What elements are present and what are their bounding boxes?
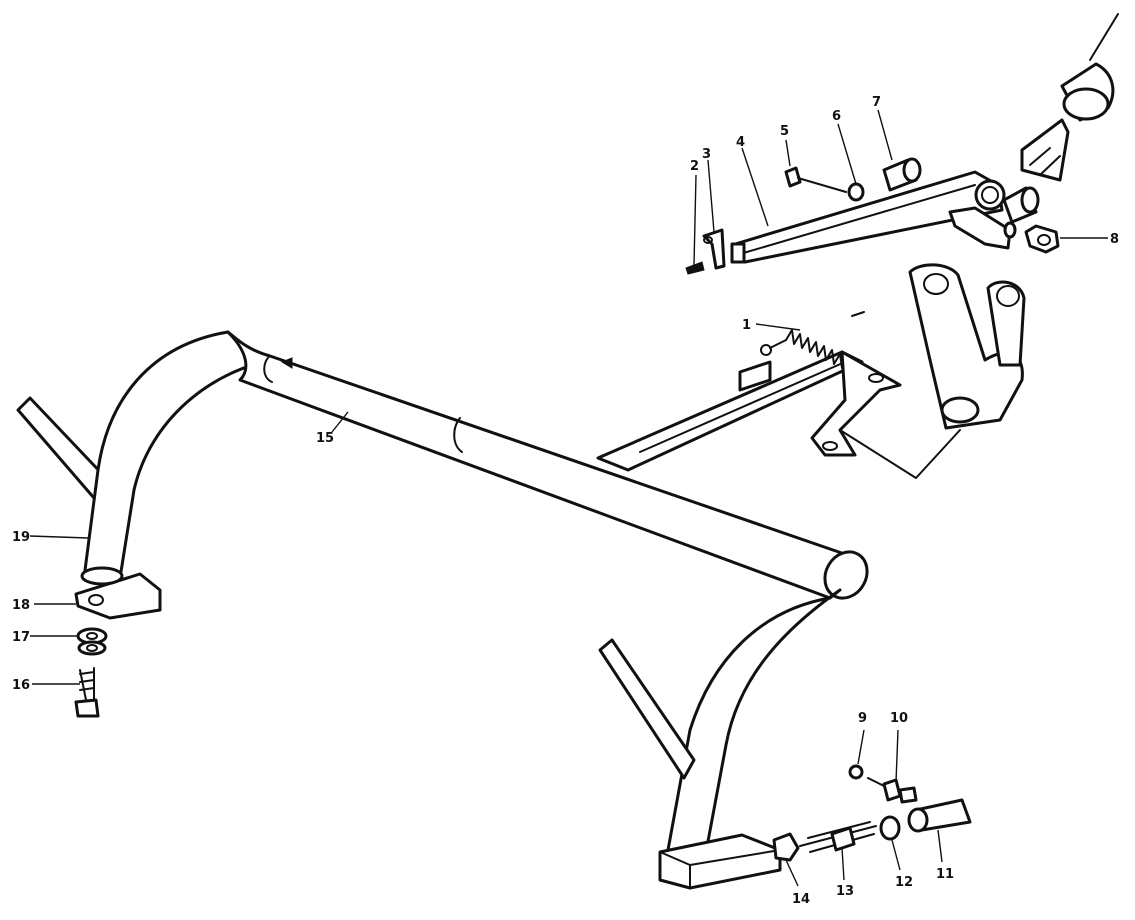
callout-5: 5 xyxy=(780,124,789,139)
callout-8: 8 xyxy=(1110,232,1119,247)
callout-19: 19 xyxy=(12,530,30,545)
screw-2 xyxy=(685,261,705,275)
leader-lines xyxy=(29,109,1108,887)
callouts: 1 2 3 4 5 6 7 8 9 10 11 12 13 14 15 16 1… xyxy=(12,95,1119,907)
stud-10 xyxy=(867,777,918,804)
callout-15: 15 xyxy=(316,431,334,446)
left-foot-bracket xyxy=(74,572,162,620)
right-arch-leg xyxy=(666,588,842,854)
callout-2: 2 xyxy=(690,159,699,174)
adjuster-screw-13 xyxy=(799,821,877,853)
callout-11: 11 xyxy=(936,867,954,882)
callout-7: 7 xyxy=(872,95,881,110)
washers-17 xyxy=(76,627,108,656)
left-leg-tube-end xyxy=(80,566,124,586)
callout-16: 16 xyxy=(12,678,30,693)
stand-frame xyxy=(16,330,902,890)
mounting-plate xyxy=(810,350,902,457)
callout-6: 6 xyxy=(832,109,841,124)
bolt-5 xyxy=(784,166,847,193)
rubber-cap-11 xyxy=(907,798,972,833)
nut-8 xyxy=(1024,224,1060,254)
callout-18: 18 xyxy=(12,598,30,613)
left-foot-lever xyxy=(16,396,108,500)
callout-1: 1 xyxy=(742,318,751,333)
callout-17: 17 xyxy=(12,630,30,645)
callout-9: 9 xyxy=(858,711,867,726)
washer-9 xyxy=(848,764,864,780)
nut-12 xyxy=(879,815,901,841)
callout-12: 12 xyxy=(895,875,913,890)
bolt-16 xyxy=(74,667,100,718)
callout-14: 14 xyxy=(792,892,810,907)
washer-6 xyxy=(847,182,865,202)
mounting-bracket xyxy=(738,360,772,392)
callout-4: 4 xyxy=(736,135,745,150)
pedal-lever xyxy=(730,170,1012,264)
bushing-right xyxy=(1002,186,1040,239)
bushing-7 xyxy=(882,157,922,192)
left-arch-leg xyxy=(82,330,274,580)
callout-13: 13 xyxy=(836,884,854,899)
clip-3 xyxy=(702,228,726,270)
hinge-bracket xyxy=(839,263,1026,479)
clevis-rod xyxy=(1020,13,1119,182)
right-foot-lever xyxy=(598,638,696,780)
callout-10: 10 xyxy=(890,711,908,726)
callout-3: 3 xyxy=(702,147,711,162)
nut-14 xyxy=(772,832,800,862)
tension-spring xyxy=(760,311,865,369)
